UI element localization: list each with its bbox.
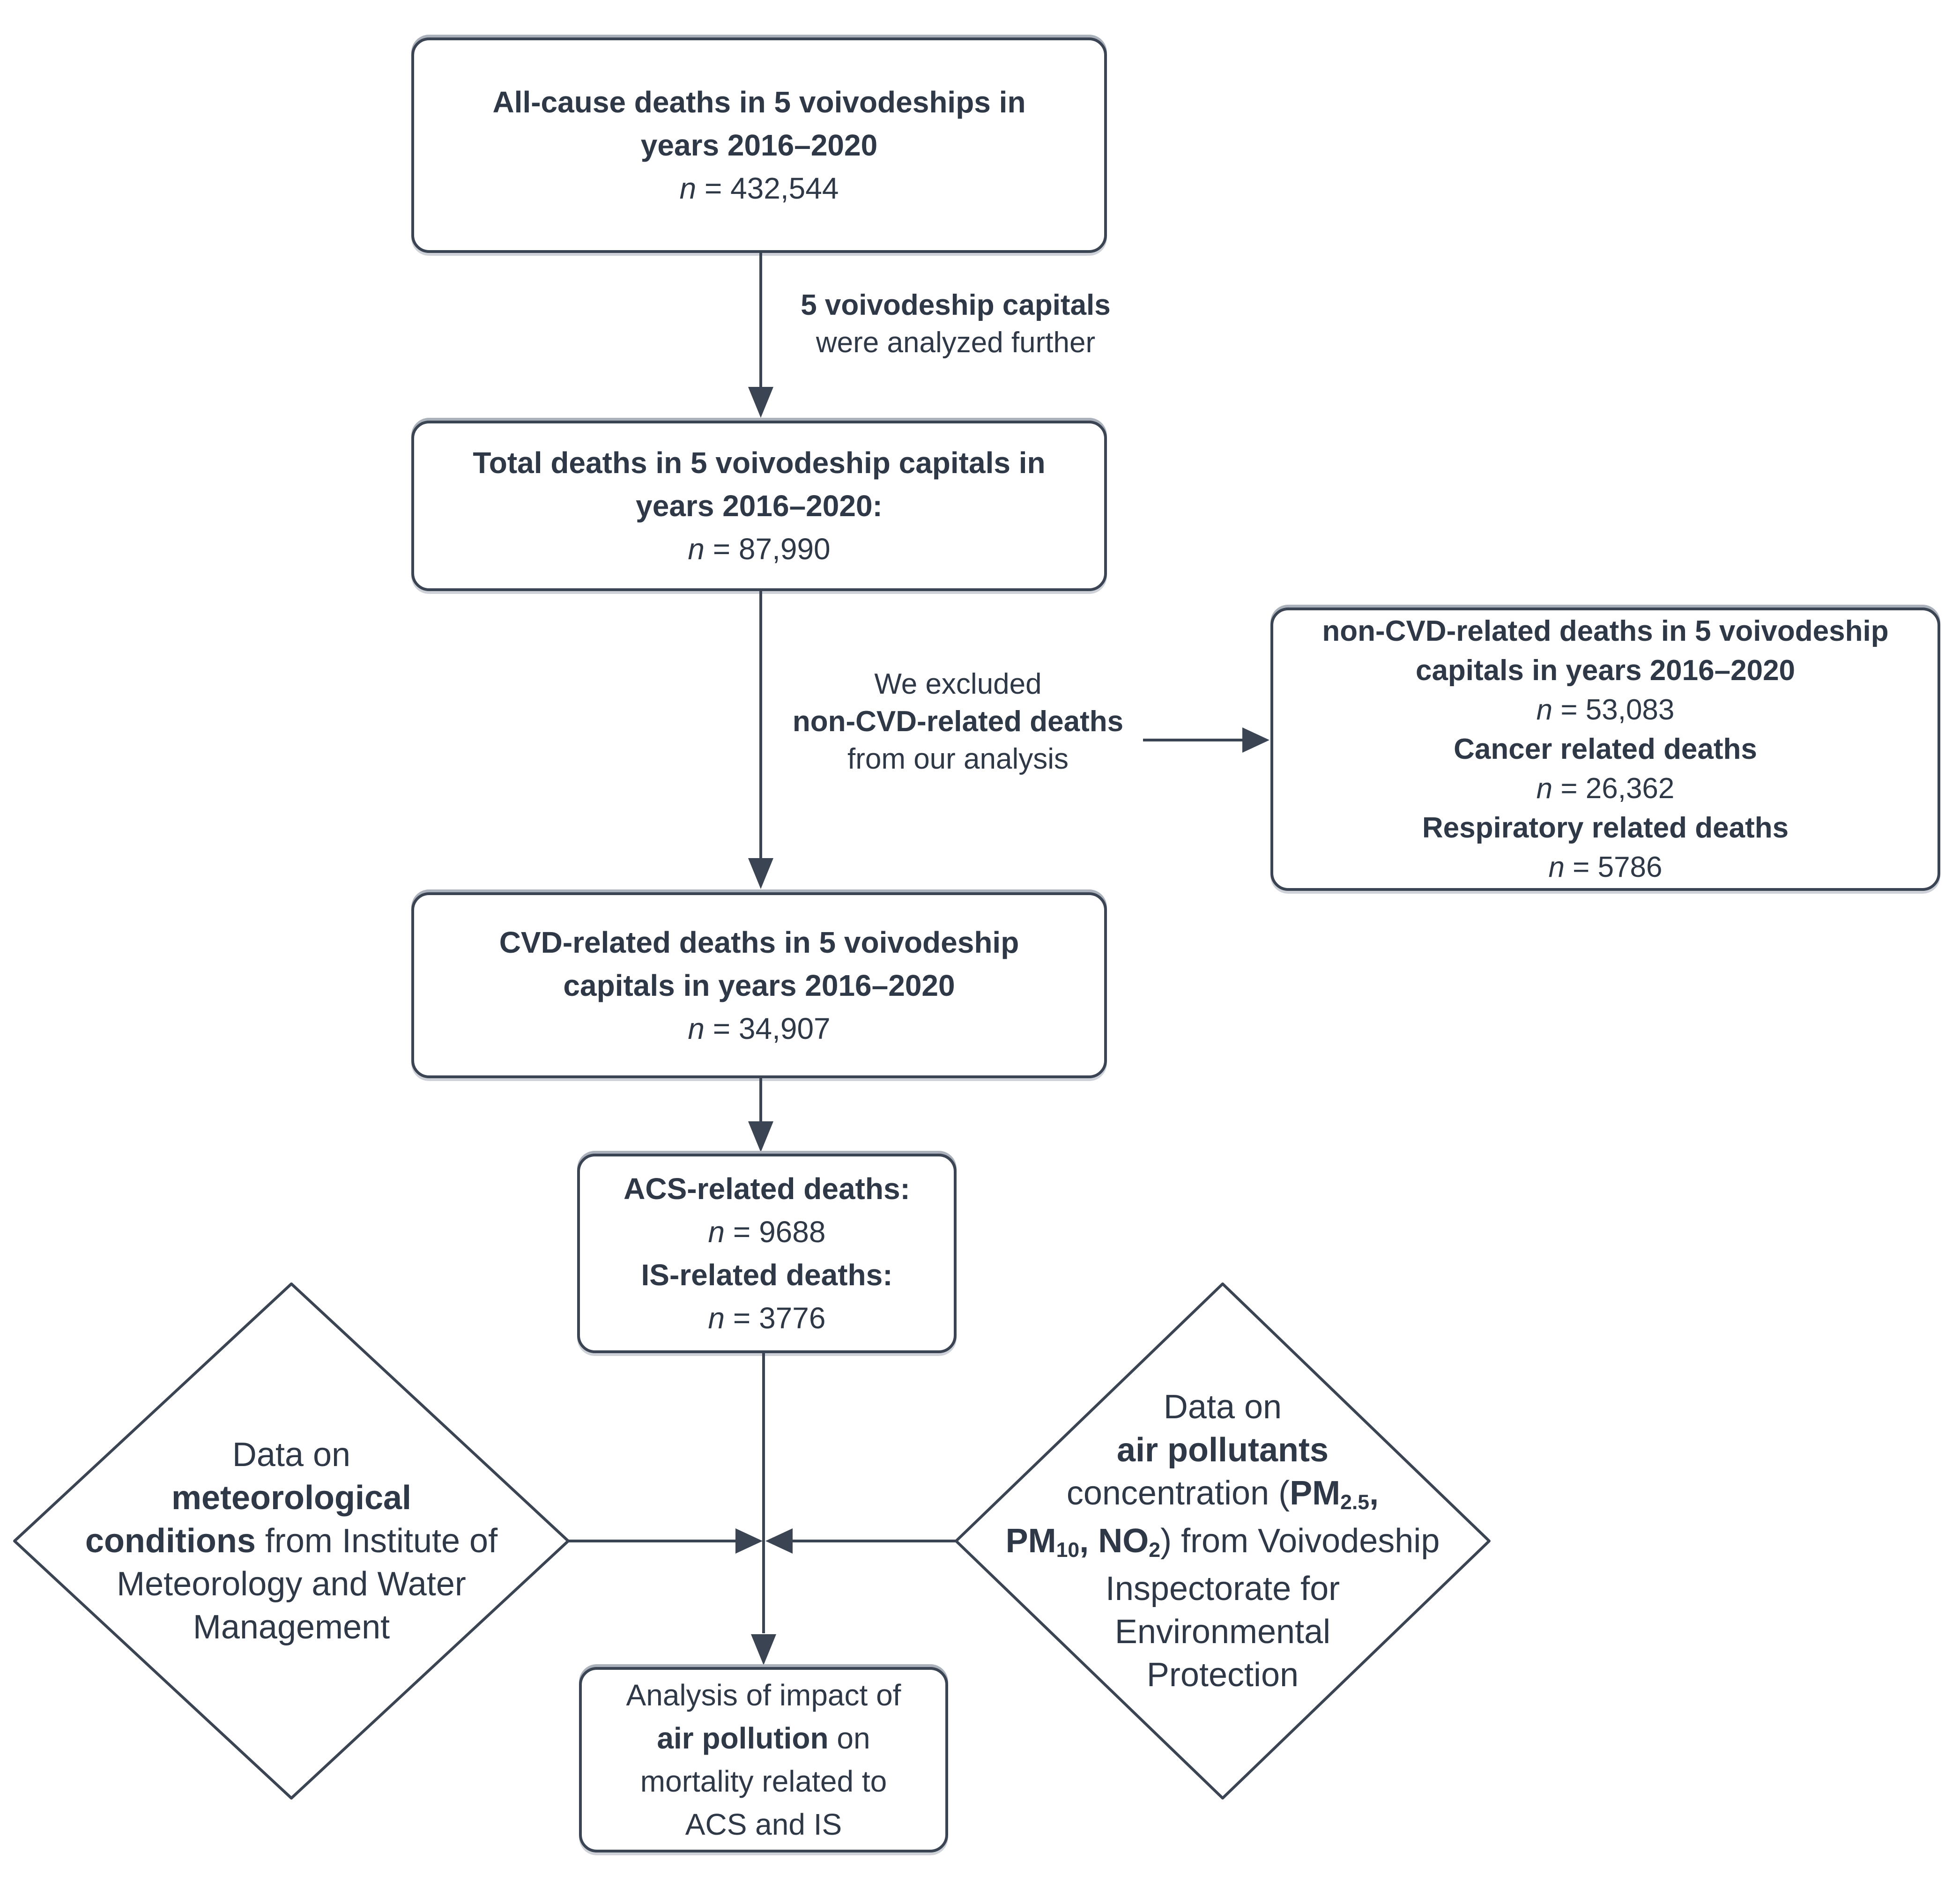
connector-acs-analysis: [762, 1353, 765, 1633]
connector-excluded-noncvd: [1143, 739, 1243, 741]
arrowhead-down-icon: [748, 1121, 773, 1152]
connector-allcause-total: [759, 253, 762, 388]
diamond-shape: [955, 1282, 1491, 1800]
diamond-shape: [13, 1282, 570, 1800]
connector-cvd-acs: [759, 1078, 762, 1121]
arrowhead-left-icon: [765, 1528, 793, 1554]
arrowhead-down-icon: [748, 387, 773, 418]
diamond-meteorological-data: [13, 1282, 570, 1800]
arrowhead-down-icon: [748, 858, 773, 889]
connector-pollutants-junction: [792, 1540, 956, 1542]
connector-total-cvd: [759, 591, 762, 858]
connector-meteo-junction: [569, 1540, 736, 1542]
arrowhead-right-icon: [735, 1528, 763, 1554]
diamond-air-pollutants-data: [954, 1282, 1491, 1800]
arrowhead-down-icon: [751, 1634, 776, 1665]
arrowhead-right-icon: [1242, 727, 1269, 753]
node-total-deaths-capitals: Total deaths in 5 voivodeship capitals i…: [411, 421, 1107, 591]
